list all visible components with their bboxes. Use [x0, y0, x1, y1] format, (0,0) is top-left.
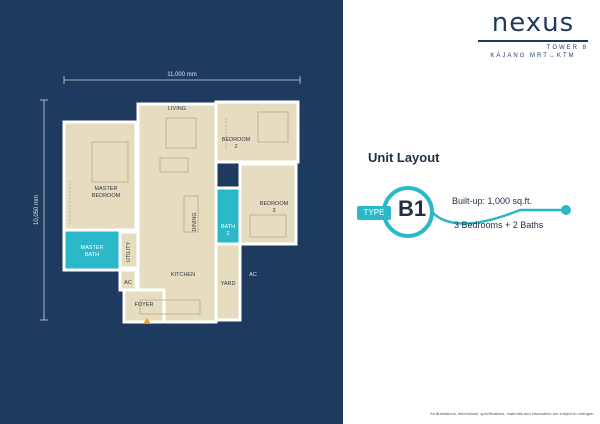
- foyer-label: FOYER: [135, 302, 154, 308]
- ac-left-area: [118, 268, 138, 292]
- brand-name: nexus: [491, 8, 575, 38]
- type-connector: [431, 208, 566, 225]
- utility-label: UTILITY: [126, 241, 132, 262]
- foyer-area: [122, 288, 166, 324]
- type-code: B1: [398, 196, 427, 221]
- master-bedroom-label-2: BEDROOM: [92, 193, 121, 199]
- yard-label: YARD: [221, 281, 236, 287]
- bed-2: [257, 111, 289, 143]
- dining-label: DINING: [192, 212, 198, 231]
- sofa: [159, 157, 189, 173]
- bedroom3-area: [238, 162, 298, 246]
- ac-right-area: [242, 246, 264, 306]
- bath2-label: BATH: [221, 224, 235, 230]
- rooms-text: 3 Bedrooms + 2 Baths: [454, 220, 544, 230]
- bedroom2-label: BEDROOM: [222, 137, 251, 143]
- height-dimension: [40, 99, 48, 321]
- living-area: [136, 102, 218, 324]
- living-rug: [165, 117, 197, 149]
- bath2-number: 2: [226, 231, 229, 237]
- kitchen-counter: [139, 299, 201, 315]
- bedroom3-number: 3: [272, 208, 275, 214]
- height-dimension-label: 10,050 mm: [34, 195, 40, 225]
- brand-tower: TOWER 8: [546, 45, 588, 51]
- brand-location: KAJANG MRT↔KTM: [490, 53, 576, 59]
- width-dimension-label: 11,000 mm: [167, 72, 197, 78]
- built-up-text: Built-up: 1,000 sq.ft.: [452, 196, 533, 206]
- yard-area: [214, 242, 242, 322]
- ac-left-label: AC: [124, 280, 132, 286]
- furniture: [69, 111, 289, 315]
- brand-logo: nexus TOWER 8 KAJANG MRT↔KTM: [478, 8, 588, 60]
- bath2-area: [214, 186, 242, 246]
- ac-right-label: AC: [249, 272, 257, 278]
- master-bedroom-label: MASTER: [95, 186, 118, 192]
- kitchen-label: KITCHEN: [171, 272, 195, 278]
- type-tag: TYPE: [357, 206, 391, 220]
- master-bed: [91, 141, 129, 183]
- master-bath-label-2: BATH: [85, 252, 99, 258]
- disclaimer: All illustrations, dimensions, specifica…: [430, 411, 594, 416]
- master-bath-label: MASTER: [81, 245, 104, 251]
- type-badge-graphic: [382, 186, 571, 238]
- entrance-marker: [143, 318, 151, 324]
- connector-dot: [561, 205, 571, 215]
- utility-area: [118, 230, 140, 270]
- bed-3: [249, 214, 287, 238]
- living-label: LIVING: [168, 106, 186, 112]
- width-dimension: [63, 76, 301, 84]
- master-bedroom-area: [62, 120, 138, 232]
- bedroom2-area: [214, 100, 300, 164]
- logo-rule: [478, 40, 588, 42]
- page-title: Unit Layout: [368, 150, 440, 165]
- bedroom2-number: 2: [234, 144, 237, 150]
- dining-table: [183, 195, 199, 233]
- floor-areas: [62, 100, 300, 324]
- bedroom3-label: BEDROOM: [260, 201, 289, 207]
